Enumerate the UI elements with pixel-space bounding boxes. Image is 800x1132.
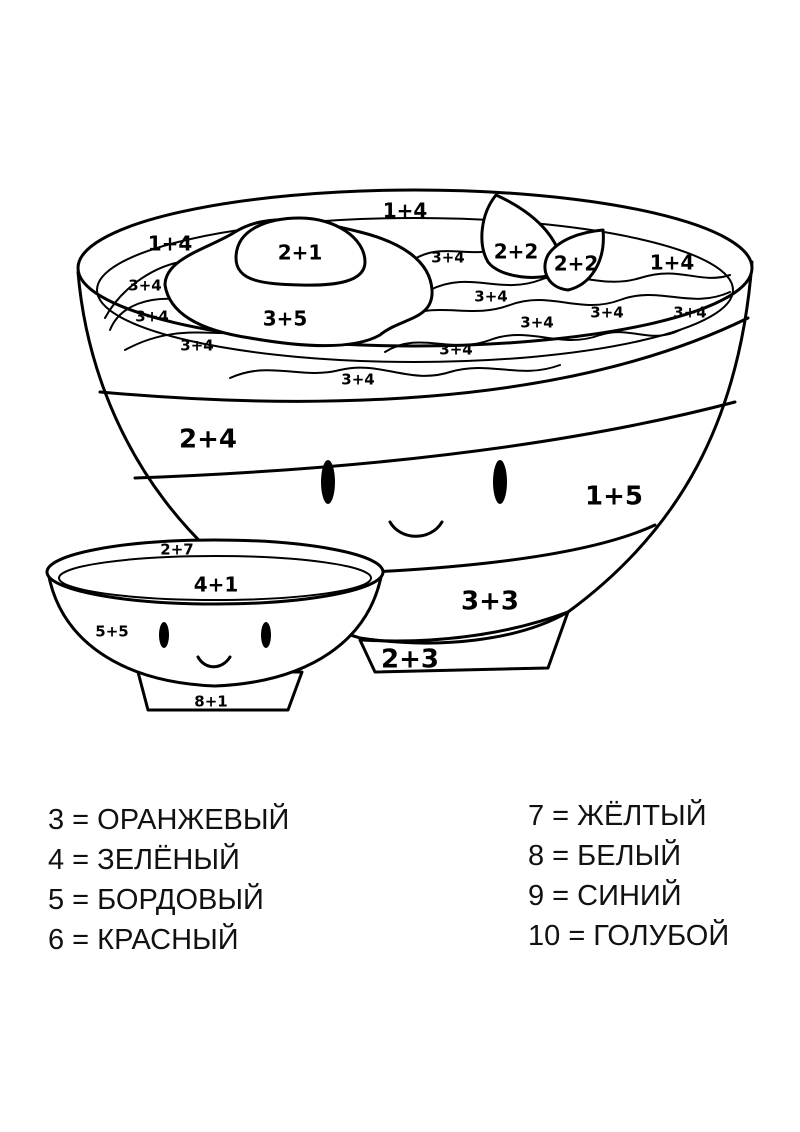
problem-noodle: 3+4 <box>590 304 623 322</box>
problem-rim-right: 1+4 <box>650 251 695 275</box>
big-bowl-base <box>358 610 570 674</box>
problem-cup-soup: 4+1 <box>194 573 239 597</box>
legend-entry: 7 = ЖЁЛТЫЙ <box>528 800 707 832</box>
noodle-line <box>384 329 681 353</box>
coloring-picture: 1+4 1+4 1+4 2+1 3+5 2+2 2+2 3+4 3+4 3+4 … <box>45 188 754 712</box>
problem-rim-top: 1+4 <box>383 199 428 223</box>
problem-noodle: 3+4 <box>520 314 553 332</box>
problem-leaf-big: 2+2 <box>494 240 539 264</box>
problem-noodle: 3+4 <box>673 304 706 322</box>
cup-right-eye <box>261 622 271 648</box>
problem-bowl-upper: 2+4 <box>179 425 237 455</box>
problem-leaf-small: 2+2 <box>554 252 599 276</box>
cup-left-eye <box>159 622 169 648</box>
problem-noodle: 3+4 <box>128 277 161 295</box>
problem-bowl-middle: 1+5 <box>585 482 643 512</box>
big-bowl-band-middle <box>133 400 737 480</box>
noodle-line <box>104 261 181 319</box>
legend-entry: 5 = БОРДОВЫЙ <box>48 884 264 916</box>
egg-yolk <box>234 216 367 287</box>
color-legend-right: 7 = ЖЁЛТЫЙ 8 = БЕЛЫЙ 9 = СИНИЙ 10 = ГОЛУ… <box>528 796 729 956</box>
problem-noodle: 3+4 <box>341 371 374 389</box>
big-bowl-rim-inner <box>96 217 734 363</box>
leaf-big <box>480 193 563 279</box>
problem-egg-white: 3+5 <box>263 307 308 331</box>
problem-bowl-base: 2+3 <box>381 645 439 675</box>
problem-bowl-lower: 3+3 <box>461 587 519 617</box>
cup-smile <box>196 655 232 669</box>
problem-noodle: 3+4 <box>474 288 507 306</box>
problem-noodle: 3+4 <box>439 341 472 359</box>
big-bowl-band-base <box>360 610 570 643</box>
problem-cup-body: 5+5 <box>95 623 128 641</box>
legend-entry: 9 = СИНИЙ <box>528 880 682 912</box>
cup-rim-inner <box>58 555 372 601</box>
noodle-line <box>229 364 561 379</box>
problem-cup-rim: 2+7 <box>160 541 193 559</box>
problem-noodle: 3+4 <box>135 308 168 326</box>
problem-noodle: 3+4 <box>180 337 213 355</box>
big-bowl-right-eye <box>493 460 507 504</box>
legend-entry: 4 = ЗЕЛЁНЫЙ <box>48 844 240 876</box>
problem-egg-yolk: 2+1 <box>278 241 323 265</box>
problem-cup-base: 8+1 <box>194 693 227 711</box>
big-bowl-left-eye <box>321 460 335 504</box>
cup-rim-outer <box>45 538 385 606</box>
leaf-small <box>543 228 605 292</box>
legend-entry: 10 = ГОЛУБОЙ <box>528 920 730 952</box>
legend-entry: 6 = КРАСНЫЙ <box>48 924 239 956</box>
problem-rim-left: 1+4 <box>148 232 193 256</box>
big-bowl-band-upper <box>98 316 750 403</box>
problem-noodle: 3+4 <box>431 249 464 267</box>
legend-entry: 3 = ОРАНЖЕВЫЙ <box>48 804 290 836</box>
color-legend-left: 3 = ОРАНЖЕВЫЙ 4 = ЗЕЛЁНЫЙ 5 = БОРДОВЫЙ 6… <box>48 800 289 960</box>
noodle-line <box>399 291 731 319</box>
legend-entry: 8 = БЕЛЫЙ <box>528 840 682 872</box>
big-bowl-smile <box>388 520 444 538</box>
